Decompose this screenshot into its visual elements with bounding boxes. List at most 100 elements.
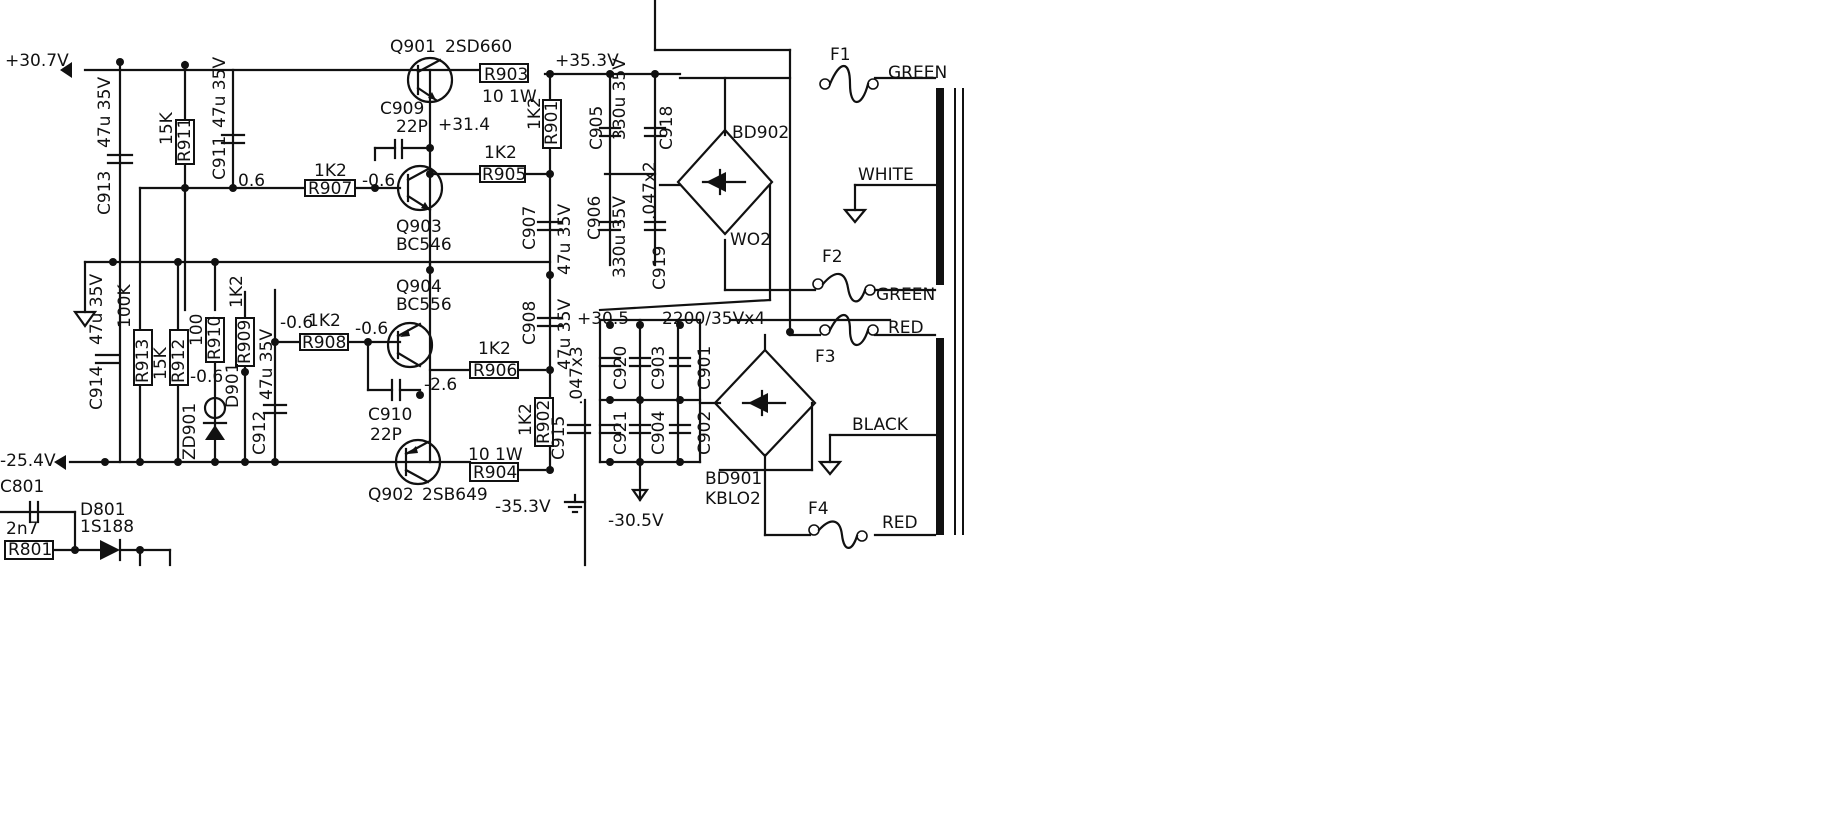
r903-body — [479, 63, 529, 83]
r912-body — [169, 329, 189, 386]
label-r903-ref: R903 — [484, 65, 528, 85]
r909-body — [235, 317, 255, 367]
labels: +30.7V -25.4V +35.3V -35.3V +30.5 -30.5V… — [0, 37, 947, 560]
r801-body — [4, 540, 54, 560]
label-r913-val: 100K — [115, 284, 135, 328]
label-fuse-f4: F4 — [808, 499, 829, 519]
label-r913-ref: R913 — [133, 339, 153, 383]
label-fuse-f2: F2 — [822, 247, 843, 267]
label-r909-val: 1K2 — [227, 275, 247, 308]
label-r910-val: 100 — [187, 314, 207, 346]
label-c801-val: 2n7 — [6, 519, 38, 539]
diode-d801 — [100, 540, 120, 560]
label-neg-out: -25.4V — [0, 451, 56, 471]
fuses — [808, 64, 879, 549]
bridge-bd901 — [713, 348, 817, 458]
label-q901-part: 2SD660 — [445, 37, 512, 57]
label-lead-white: WHITE — [858, 165, 914, 185]
label-neg-mid: -30.5V — [608, 511, 664, 531]
label-c906-ref: C906 — [585, 196, 605, 240]
label-q901-ref: Q901 — [390, 37, 436, 57]
bridge-bd902 — [676, 128, 774, 236]
label-q902-part: 2SB649 — [422, 485, 488, 505]
label-bd902-part: WO2 — [730, 230, 771, 250]
label-bd901-ref: BD901 — [705, 469, 762, 489]
label-c913-ref: C913 — [95, 171, 115, 215]
label-c913-val: 47u 35V — [95, 77, 115, 148]
label-c909-ref: C909 — [380, 99, 424, 119]
label-c912-val: 47u 35V — [257, 329, 277, 400]
label-r906-ref: R906 — [473, 361, 517, 381]
label-c914-ref: C914 — [87, 366, 107, 410]
label-r910-ref: R910 — [205, 316, 225, 360]
label-c920-ref: C920 — [611, 346, 631, 390]
label-c906-val: 330u 35V — [610, 196, 630, 278]
label-r907-val: 1K2 — [314, 161, 347, 181]
label-c918-val: .047x2 — [640, 161, 660, 220]
label-r905-val: 1K2 — [484, 143, 517, 163]
label-r911-ref: R911 — [175, 118, 195, 162]
label-r902-ref: R902 — [534, 400, 554, 444]
label-q902-ref: Q902 — [368, 485, 414, 505]
label-bd902-ref: BD902 — [732, 123, 789, 143]
diodes — [100, 396, 228, 562]
label-c909-val: 22P — [396, 117, 428, 137]
label-c905-ref: C905 — [587, 106, 607, 150]
r908-body — [299, 333, 349, 351]
label-c921-ref: C921 — [611, 411, 631, 455]
r910-body — [205, 317, 225, 363]
label-lead-red-top: RED — [888, 318, 924, 338]
label-c915-val: .047x3 — [567, 346, 587, 405]
r906-body — [469, 361, 519, 379]
label-r901-val: 1K2 — [525, 97, 545, 130]
label-r907-ref: R907 — [308, 179, 352, 199]
label-r909-ref: R909 — [235, 320, 255, 364]
label-v-0-6d: -0.6 — [355, 319, 388, 339]
label-c918-ref: C918 — [657, 106, 677, 150]
fuse-f3 — [819, 313, 879, 347]
label-c911-ref: C911 — [210, 136, 230, 180]
r907-body — [304, 179, 356, 197]
r913-body — [133, 329, 153, 386]
label-lead-green-top: GREEN — [888, 63, 947, 83]
r911-body — [175, 119, 195, 165]
label-r801-ref: R801 — [8, 540, 52, 560]
label-fuse-f1: F1 — [830, 45, 851, 65]
label-r912-ref: R912 — [169, 339, 189, 383]
label-c910-ref: C910 — [368, 405, 412, 425]
label-neg-in: -35.3V — [495, 497, 551, 517]
r902-body — [534, 397, 554, 447]
label-bulk-caps: 2200/35Vx4 — [662, 309, 765, 329]
label-c901-ref: C901 — [695, 346, 715, 390]
label-r902-val: 1K2 — [516, 403, 536, 436]
label-q903-part: BC546 — [396, 235, 452, 255]
r905-body — [479, 165, 526, 183]
label-r908-val: 1K2 — [308, 311, 341, 331]
label-v-0-6e: -0.6 — [190, 367, 223, 387]
label-r906-val: 1K2 — [478, 339, 511, 359]
led-d901 — [203, 396, 227, 420]
label-r911-val: 15K — [157, 111, 177, 145]
label-lead-red-bottom: RED — [882, 513, 918, 533]
transformer — [936, 88, 964, 535]
label-bd901-part: KBLO2 — [705, 489, 761, 509]
label-c914-val: 47u 35V — [87, 274, 107, 345]
wiring — [0, 0, 937, 567]
zener-zd901 — [205, 425, 225, 440]
label-v-0-6a: 0.6 — [238, 171, 265, 191]
label-c908-val: 47u 35V — [555, 299, 575, 370]
label-c907-val: 47u 35V — [555, 204, 575, 275]
label-zd901: ZD901 — [180, 403, 200, 460]
label-c911-val: 47u 35V — [210, 57, 230, 128]
transistor-q904 — [386, 321, 434, 369]
label-d801-ref: D801 — [80, 500, 126, 520]
label-pos-mid: +30.5 — [577, 309, 629, 329]
label-r901-ref: R901 — [542, 101, 562, 145]
label-c915-ref: C915 — [549, 416, 569, 460]
junctions — [71, 58, 794, 554]
label-r903-val: 10 1W — [482, 87, 537, 107]
label-d901: D901 — [223, 362, 243, 408]
resistors — [4, 63, 562, 560]
label-v-31-4: +31.4 — [438, 115, 490, 135]
